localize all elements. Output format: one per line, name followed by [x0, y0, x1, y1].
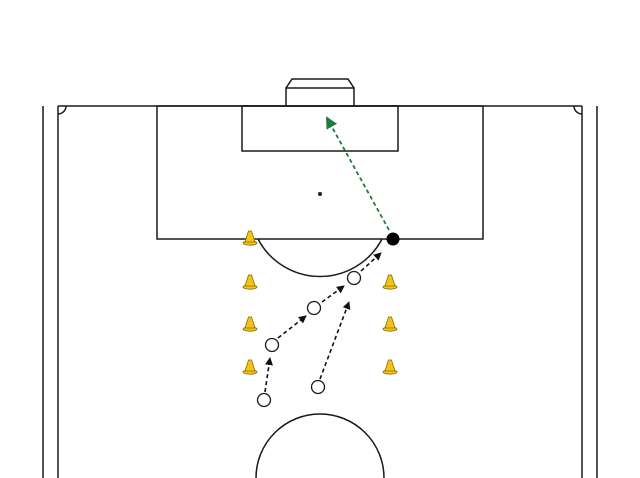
cones — [242, 230, 398, 375]
training-cone-icon — [382, 274, 398, 290]
penalty-markings — [156, 105, 484, 278]
training-cone-icon — [382, 359, 398, 375]
penalty-spot — [318, 192, 322, 196]
goal-icon — [285, 78, 355, 107]
pass-arrow — [277, 315, 307, 339]
training-cone-icon — [242, 274, 258, 290]
penalty-arc — [257, 238, 383, 278]
training-cone-icon — [382, 316, 398, 332]
players — [256, 270, 362, 408]
training-cone-icon — [242, 316, 258, 332]
player-marker-icon — [310, 379, 326, 395]
goal-area — [241, 105, 399, 152]
centre-circle — [255, 413, 385, 478]
shot-arrow — [326, 116, 390, 231]
pass-arrow — [264, 357, 273, 393]
pass-arrow — [360, 252, 382, 272]
training-cone-icon — [242, 230, 258, 246]
player-marker-icon — [346, 270, 362, 286]
pitch-boundary — [42, 105, 598, 478]
corner-arc-left — [57, 105, 67, 115]
training-cone-icon — [242, 359, 258, 375]
player-marker-icon — [306, 300, 322, 316]
ball-icon — [386, 232, 400, 246]
corner-arc-right — [573, 105, 583, 115]
player-marker-icon — [256, 392, 272, 408]
player-marker-icon — [264, 337, 280, 353]
pass-arrow — [321, 285, 345, 303]
pass-arrows — [264, 252, 382, 393]
